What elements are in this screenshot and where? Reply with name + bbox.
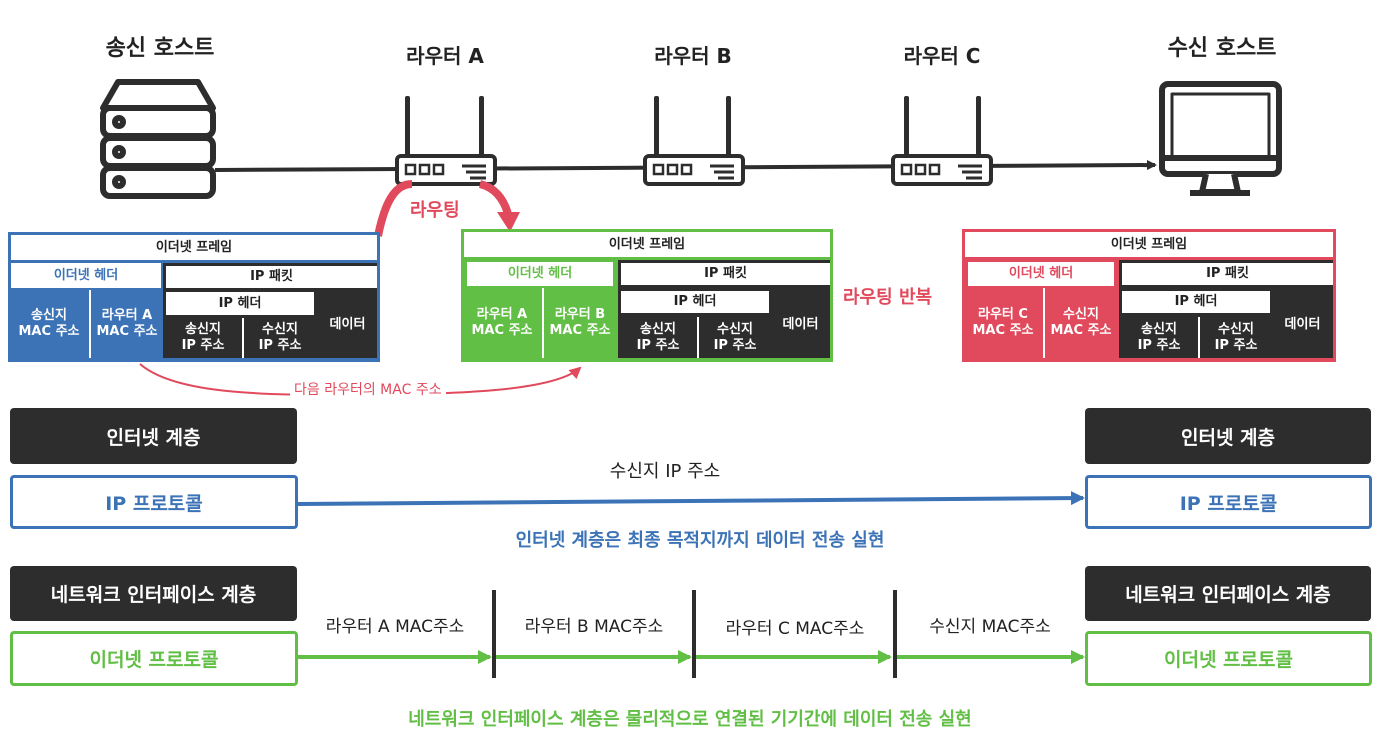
ip-arrow-label: 수신지 IP 주소 bbox=[609, 461, 721, 482]
sender-host-title: 송신 호스트 bbox=[105, 36, 215, 61]
ethernet-frame-2: 이더넷 프레임 이더넷 헤더 라우터 A MAC 주소 라우터 B MAC 주소… bbox=[461, 229, 833, 362]
ip-header-label: IP 헤더 bbox=[166, 292, 314, 315]
internet-layer-right-title: 인터넷 계층 bbox=[1085, 408, 1371, 464]
segment-label-3: 라우터 C MAC주소 bbox=[725, 619, 865, 639]
router-a-icon bbox=[395, 96, 497, 186]
router-c-title: 라우터 C bbox=[903, 44, 981, 68]
routing-repeat-label: 라우팅 반복 bbox=[843, 287, 933, 308]
ethernet-frame-3: 이더넷 프레임 이더넷 헤더 라우터 C MAC 주소 수신지 MAC 주소 I… bbox=[962, 229, 1336, 362]
ip-header-label: IP 헤더 bbox=[1122, 291, 1270, 313]
segment-label-2: 라우터 B MAC주소 bbox=[524, 617, 664, 637]
monitor-icon bbox=[1159, 81, 1282, 196]
routing-arrow bbox=[374, 180, 520, 237]
dst-ip-cell: 수신지 IP 주소 bbox=[242, 318, 316, 358]
receiver-host-title: 수신 호스트 bbox=[1167, 36, 1277, 61]
router-b-icon bbox=[643, 96, 745, 186]
src-ip-cell: 송신지 IP 주소 bbox=[621, 317, 695, 358]
data-cell: 데이터 bbox=[318, 292, 377, 358]
ip-packet-label: IP 패킷 bbox=[166, 266, 377, 288]
ethernet-protocol-right: 이더넷 프로토콜 bbox=[1085, 631, 1372, 686]
frame-mac-2: 수신지 MAC 주소 bbox=[1043, 288, 1117, 358]
internet-layer-caption: 인터넷 계층은 최종 목적지까지 데이터 전송 실현 bbox=[515, 530, 885, 551]
network-layer-caption: 네트워크 인터페이스 계층은 물리적으로 연결된 기기간에 데이터 전송 실현 bbox=[408, 709, 972, 730]
router-a-title: 라우터 A bbox=[406, 44, 484, 68]
frame-title: 이더넷 프레임 bbox=[464, 232, 830, 257]
ip-protocol-left: IP 프로토콜 bbox=[10, 475, 298, 529]
routing-label: 라우팅 bbox=[410, 200, 460, 221]
network-layer-right-title: 네트워크 인터페이스 계층 bbox=[1085, 566, 1371, 621]
segment-label-4: 수신지 MAC주소 bbox=[929, 617, 1051, 637]
ethernet-header: 이더넷 헤더 bbox=[11, 263, 161, 288]
ethernet-frame-1: 이더넷 프레임 이더넷 헤더 송신지 MAC 주소 라우터 A MAC 주소 I… bbox=[8, 232, 380, 362]
frame-mac-1: 라우터 C MAC 주소 bbox=[965, 288, 1041, 358]
ip-arrow bbox=[297, 491, 1085, 506]
ethernet-header: 이더넷 헤더 bbox=[968, 262, 1114, 286]
router-c-icon bbox=[891, 96, 993, 186]
dst-ip-cell: 수신지 IP 주소 bbox=[697, 317, 771, 358]
ip-packet-label: IP 패킷 bbox=[1122, 263, 1333, 285]
dst-ip-cell: 수신지 IP 주소 bbox=[1198, 317, 1272, 358]
frame-title: 이더넷 프레임 bbox=[11, 235, 377, 260]
src-ip-cell: 송신지 IP 주소 bbox=[1122, 317, 1196, 358]
frame-title: 이더넷 프레임 bbox=[965, 232, 1333, 257]
ip-packet-label: IP 패킷 bbox=[621, 263, 830, 285]
frame-mac-1: 라우터 A MAC 주소 bbox=[464, 288, 540, 358]
segment-label-1: 라우터 A MAC주소 bbox=[325, 617, 465, 637]
internet-layer-left-title: 인터넷 계층 bbox=[10, 408, 297, 464]
data-cell: 데이터 bbox=[1272, 291, 1333, 358]
frame-mac-2: 라우터 B MAC 주소 bbox=[542, 288, 616, 358]
data-cell: 데이터 bbox=[771, 291, 830, 358]
server-icon bbox=[100, 79, 216, 199]
src-ip-cell: 송신지 IP 주소 bbox=[166, 318, 240, 358]
ethernet-arrows bbox=[298, 590, 1085, 678]
network-layer-left-title: 네트워크 인터페이스 계층 bbox=[10, 566, 297, 621]
frame-mac-2: 라우터 A MAC 주소 bbox=[89, 290, 163, 358]
next-router-mac-label: 다음 라우터의 MAC 주소 bbox=[290, 379, 446, 399]
router-b-title: 라우터 B bbox=[654, 44, 732, 68]
frame-mac-1: 송신지 MAC 주소 bbox=[11, 290, 87, 358]
ip-protocol-right: IP 프로토콜 bbox=[1085, 475, 1372, 529]
ip-header-label: IP 헤더 bbox=[621, 291, 769, 313]
ethernet-protocol-left: 이더넷 프로토콜 bbox=[10, 631, 298, 686]
ethernet-header: 이더넷 헤더 bbox=[467, 262, 613, 286]
